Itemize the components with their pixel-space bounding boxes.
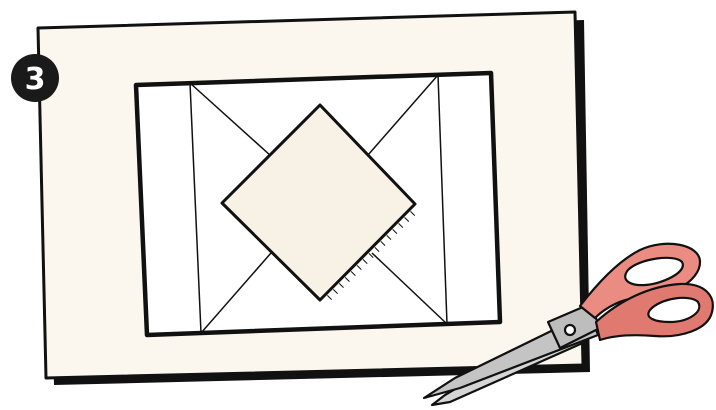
step-number-badge: 3	[11, 54, 59, 102]
step-number-text: 3	[25, 62, 46, 97]
scissor-pivot-screw	[565, 325, 575, 335]
